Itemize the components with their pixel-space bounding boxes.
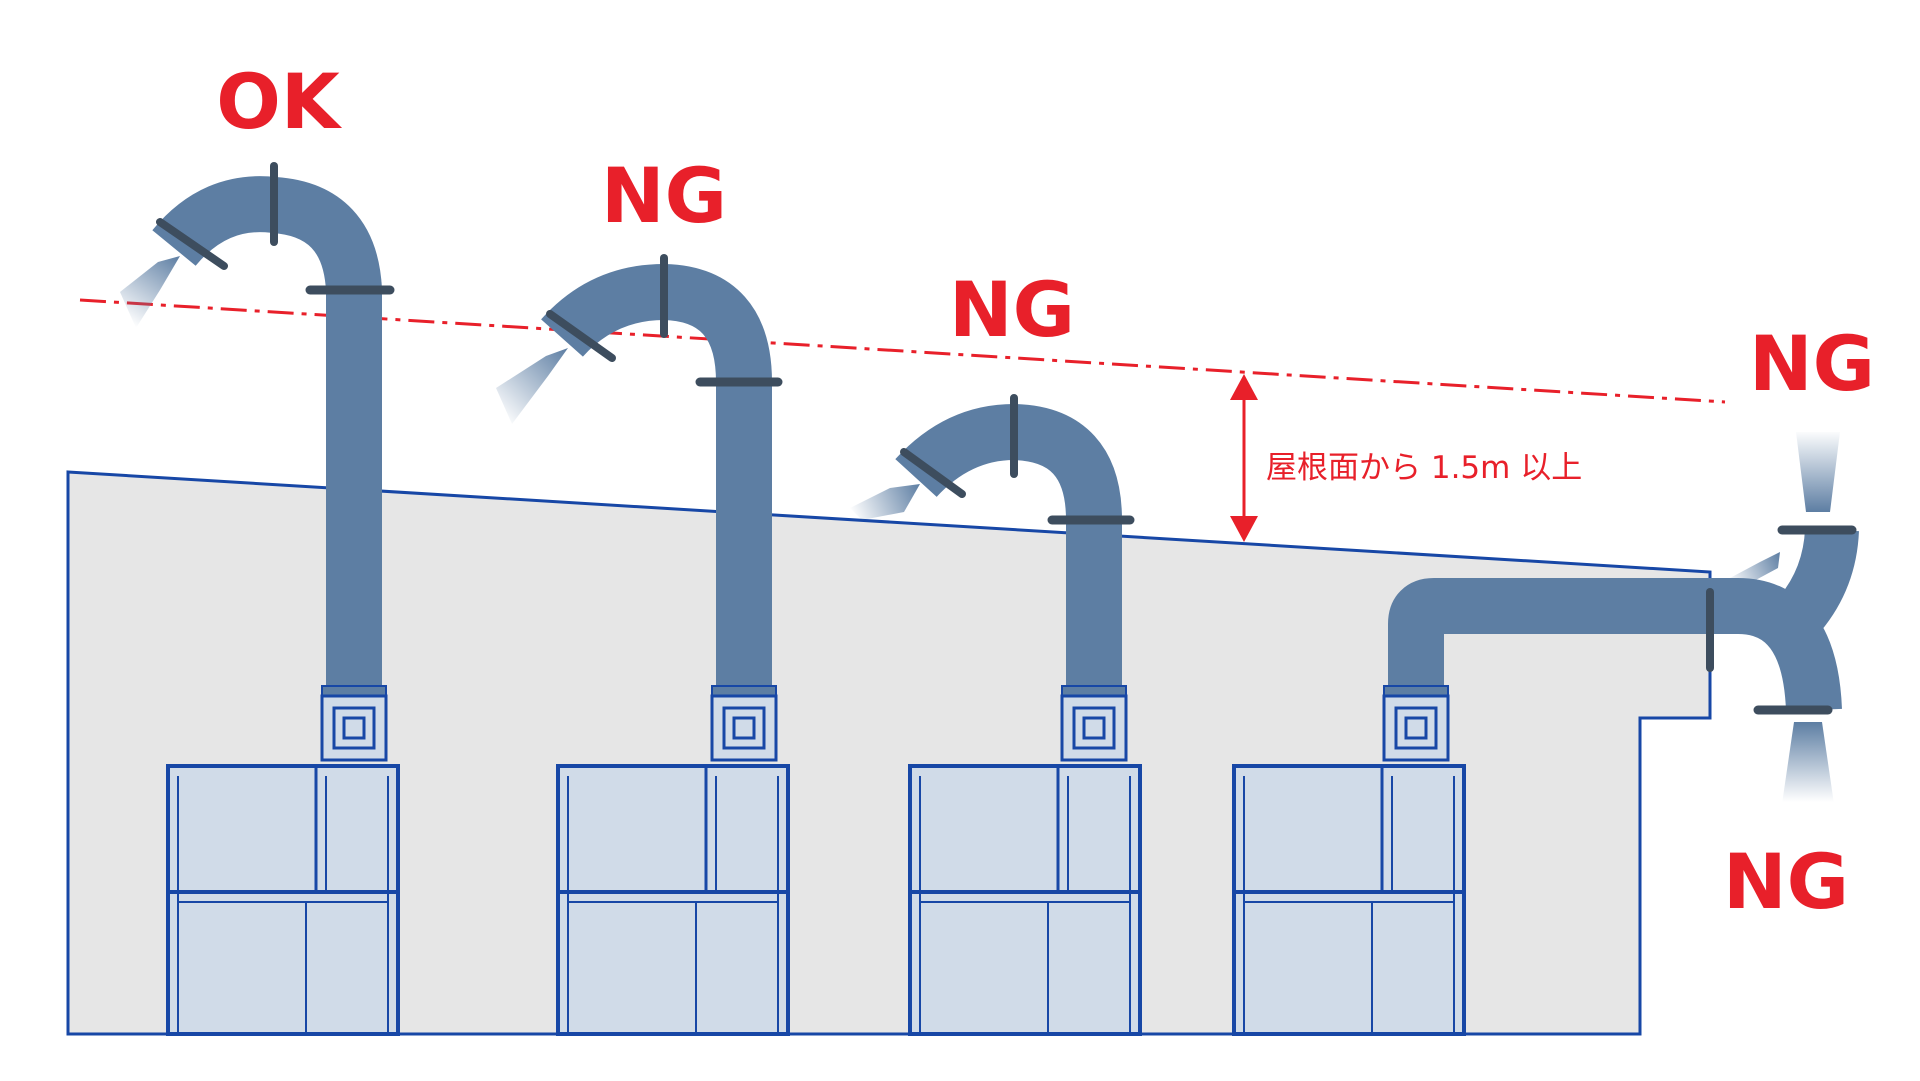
verdict-label-ng-2: NG <box>949 265 1075 354</box>
verdict-label-ng-3: NG <box>1749 319 1875 408</box>
height-reference-line <box>79 298 1726 404</box>
exhaust-duct-ok <box>152 162 395 690</box>
exhaust-unit-3 <box>908 685 1142 1036</box>
exhaust-plume-icon <box>850 484 920 520</box>
height-requirement-note: 屋根面から 1.5m 以上 <box>1266 450 1582 486</box>
exhaust-plume-icon <box>1730 552 1780 582</box>
exhaust-plume-icon <box>120 256 180 328</box>
exhaust-unit-4 <box>1232 685 1466 1036</box>
double-arrow-icon <box>1230 374 1258 542</box>
verdict-label-ok: OK <box>216 57 343 146</box>
exhaust-plume-icon <box>496 348 568 424</box>
exhaust-unit-1 <box>166 685 400 1036</box>
verdict-label-ng-4: NG <box>1723 837 1849 926</box>
exhaust-duct-ng-2 <box>895 394 1135 690</box>
exhaust-duct-ng-3 <box>1388 578 1842 715</box>
exhaust-unit-2 <box>556 685 790 1036</box>
exhaust-duct-ng-4 <box>1777 525 1859 632</box>
verdict-label-ng-1: NG <box>601 151 727 240</box>
exhaust-plume-icon <box>1796 432 1840 512</box>
exhaust-plume-icon <box>1782 722 1834 804</box>
exhaust-duct-ng-1 <box>541 254 783 690</box>
